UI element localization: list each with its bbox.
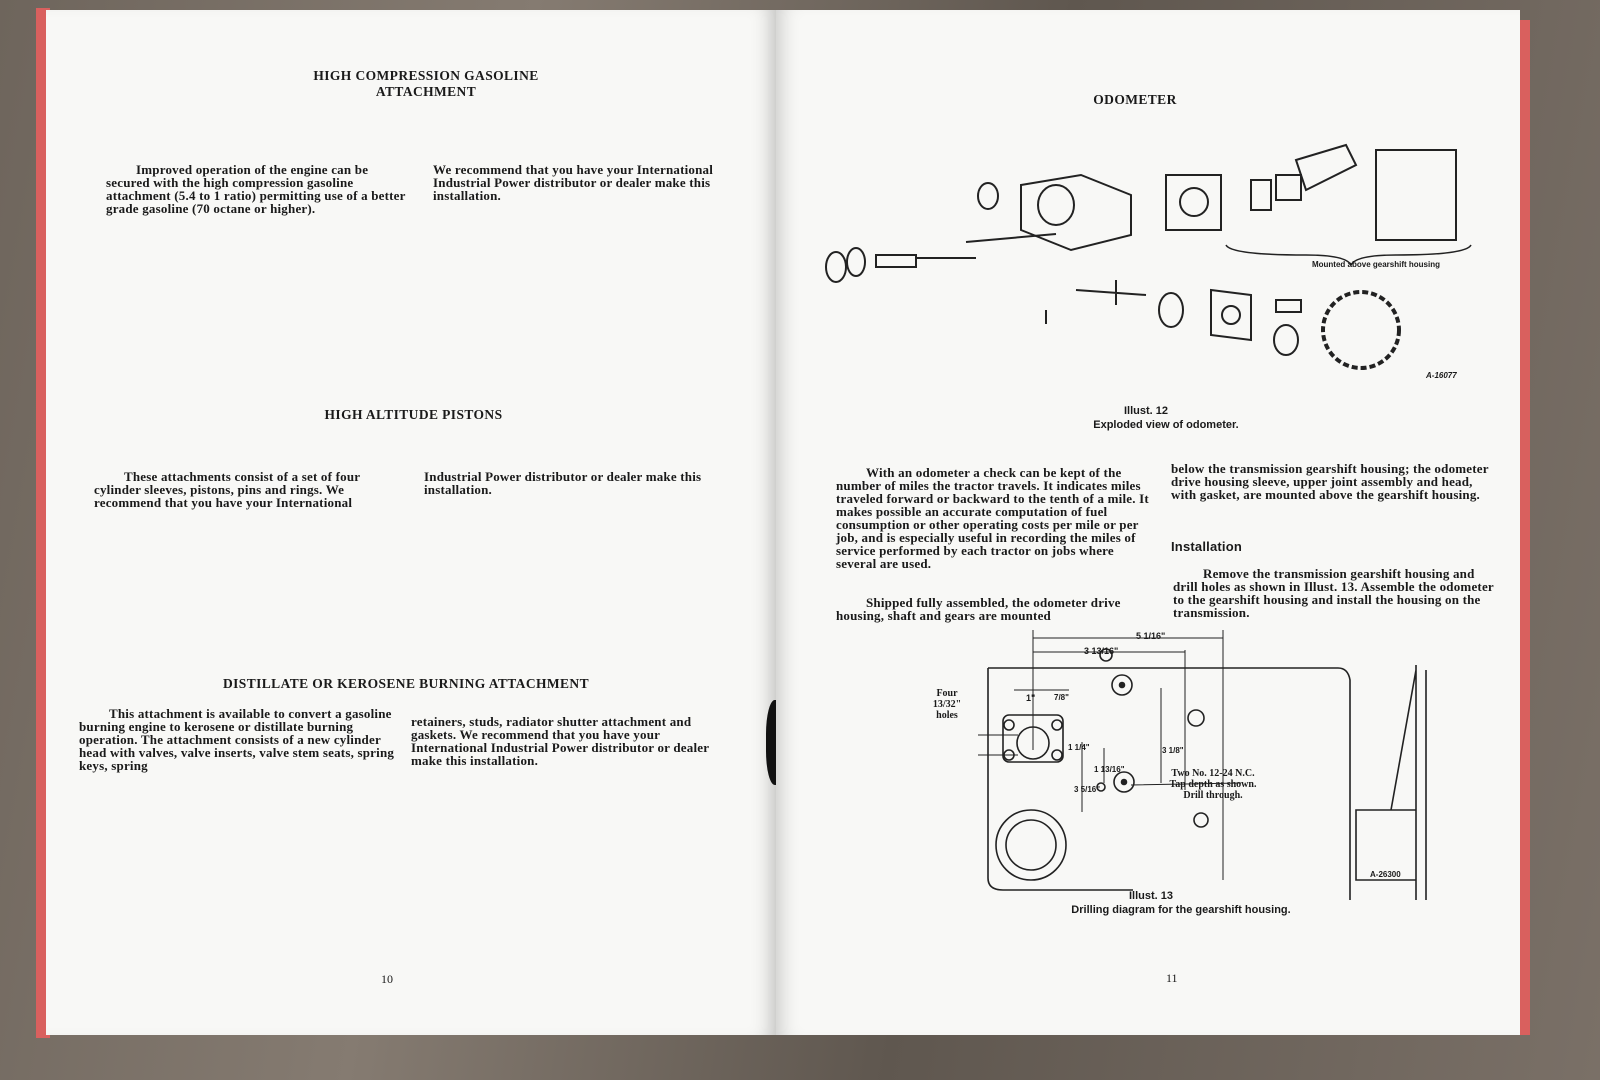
title-line: ATTACHMENT: [375, 84, 477, 99]
drill-note: Four 13/32" holes: [932, 688, 962, 721]
section-title: DISTILLATE OR KEROSENE BURNING ATTACHMEN…: [223, 676, 589, 691]
part-housing: [1020, 173, 1132, 252]
illustration-caption: Drilling diagram for the gearshift housi…: [1071, 904, 1291, 916]
illustration-code: A-26300: [1370, 870, 1401, 879]
part-joint: [1275, 143, 1358, 201]
dimension-label: 1 13/16": [1094, 765, 1125, 774]
dimension-label: 1 1/4": [1068, 743, 1090, 752]
illustration-label: Illust. 12: [1123, 405, 1169, 417]
part-shaft: [965, 233, 1057, 243]
paragraph: We recommend that you have your Internat…: [433, 162, 714, 203]
paragraph: below the transmission gearshift housing…: [1171, 461, 1489, 502]
illustration-callout: Mounted above gearshift housing: [1311, 260, 1440, 269]
drilling-diagram: [978, 630, 1427, 900]
illustration-label: Illust. 13: [1128, 890, 1174, 902]
paragraph: With an odometer a check can be kept of …: [836, 465, 1149, 571]
paragraph: retainers, studs, radiator shutter attac…: [411, 714, 709, 768]
bracket: [1225, 244, 1472, 267]
paragraph: This attachment is available to convert …: [79, 706, 395, 773]
dimension-label: 3 5/16": [1074, 785, 1101, 794]
illustration-code: A-16077: [1426, 371, 1457, 380]
part-worm: [1075, 280, 1147, 305]
paragraph: Industrial Power distributor or dealer m…: [424, 469, 702, 497]
illustration-caption: Exploded view of odometer.: [1093, 419, 1239, 431]
section-heading: Installation: [1171, 539, 1243, 554]
page-title: ODOMETER: [1093, 92, 1177, 107]
dimension-label: 1": [1026, 693, 1036, 703]
page-number: 10: [381, 972, 393, 986]
paragraph: These attachments consist of a set of fo…: [94, 469, 360, 510]
book-cover-right-edge: [1518, 20, 1530, 1035]
paragraph: Improved operation of the engine can be …: [106, 162, 406, 216]
sleeve-drawing: [1355, 665, 1427, 900]
paragraph: Remove the transmission gearshift housin…: [1173, 566, 1494, 620]
part-nut: [1250, 179, 1272, 211]
part-gasket: [1165, 174, 1222, 231]
dimension-label: 3 1/8": [1162, 746, 1184, 755]
housing-outline: [987, 667, 1351, 900]
exploded-odometer-illustration: [825, 143, 1472, 370]
dimension-lines: [978, 630, 1242, 880]
part-gear: [1321, 290, 1401, 370]
part-bearing: [977, 182, 999, 210]
dimension-label: 5 1/16": [1136, 631, 1166, 641]
part-washer: [825, 251, 847, 283]
dimension-label: 7/8": [1054, 693, 1069, 702]
tap-note: Two No. 12-24 N.C. Tap depth as shown. D…: [1169, 768, 1257, 801]
part-pinion: [875, 254, 976, 268]
dimension-label: 3 13/16": [1084, 646, 1119, 656]
title-line: HIGH COMPRESSION GASOLINE: [313, 68, 539, 83]
paragraph: Shipped fully assembled, the odometer dr…: [836, 595, 1121, 623]
part-head: [1375, 149, 1457, 241]
right-page: ODOMETER Mounted above gearshift housing…: [776, 10, 1520, 1035]
page-number: 11: [1166, 971, 1178, 985]
section-title: HIGH ALTITUDE PISTONS: [324, 407, 503, 422]
